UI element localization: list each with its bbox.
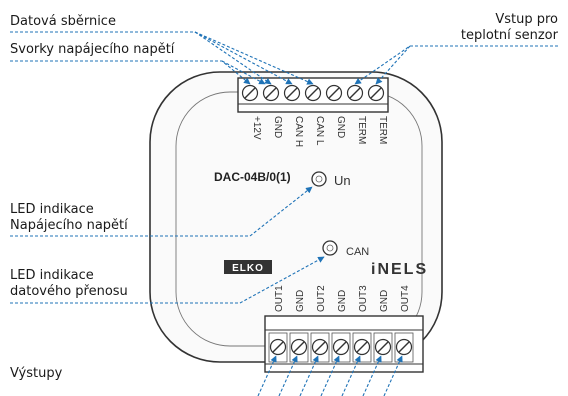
- callout-line: [221, 60, 266, 85]
- screw-slot: [244, 87, 256, 99]
- screw-slot: [335, 341, 347, 353]
- callout-led-power-line2: Napájecího napětí: [10, 218, 128, 233]
- bottom-terminal-block: [264, 315, 424, 373]
- led-can-label: CAN: [346, 246, 369, 258]
- device-body: [149, 71, 443, 363]
- screw-slot: [265, 87, 277, 99]
- screw-slot: [377, 341, 389, 353]
- bottom-terminal-label: OUT1: [274, 285, 285, 312]
- elko-logo-text: ELKO: [232, 263, 264, 274]
- callout-line: [10, 256, 325, 304]
- bottom-terminal-label: GND: [295, 290, 306, 312]
- screw-slot: [328, 87, 340, 99]
- callout-line: [10, 186, 313, 237]
- callout-line: [194, 31, 293, 85]
- screw-slot: [356, 341, 368, 353]
- callout-lines: [10, 31, 558, 396]
- bottom-terminal-label: OUT2: [316, 285, 327, 312]
- callout-line: [341, 355, 361, 396]
- callout-temp-sensor-line2: teplotní senzor: [460, 28, 558, 43]
- callout-led-power-line1: LED indikace: [10, 202, 94, 217]
- callout-line: [194, 31, 314, 85]
- bottom-terminal-label: GND: [337, 290, 348, 312]
- top-terminal-label: GND: [335, 116, 346, 138]
- callout-line: [257, 355, 277, 396]
- model-label: DAC-04B/0(1): [214, 170, 291, 184]
- callout-line: [299, 355, 319, 396]
- callout-temp-sensor-line1: Vstup pro: [495, 12, 558, 27]
- top-terminal-block: [237, 77, 389, 113]
- screw-slot: [286, 87, 298, 99]
- top-terminal-label: GND: [272, 116, 283, 138]
- callout-line: [375, 45, 411, 85]
- bottom-terminal-label: GND: [379, 290, 390, 312]
- bottom-terminal-labels: OUT1 GND OUT2 GND OUT3 GND OUT4: [274, 285, 411, 312]
- callout-line: [362, 355, 382, 396]
- callout-led-data-line2: datového přenosu: [10, 284, 128, 299]
- top-terminal-label: +12V: [251, 116, 262, 140]
- top-terminal-label: CAN H: [293, 116, 304, 147]
- led-un-label: Un: [334, 173, 351, 188]
- bottom-terminal-label: OUT3: [358, 285, 369, 312]
- callout-line: [383, 355, 403, 396]
- screw-slot: [293, 341, 305, 353]
- screw-slot: [349, 87, 361, 99]
- screw-slot: [398, 341, 410, 353]
- top-terminal-label: TERM: [377, 116, 388, 144]
- screw-slot: [272, 341, 284, 353]
- screw-slot: [307, 87, 319, 99]
- led-un: [311, 171, 327, 187]
- callout-line: [320, 355, 340, 396]
- led-can: [322, 240, 338, 256]
- callout-line: [278, 355, 298, 396]
- top-terminal-labels: +12V GND CAN H CAN L GND TERM TERM: [251, 116, 388, 147]
- bottom-terminal-label: OUT4: [400, 285, 411, 312]
- inels-logo: iNELS: [371, 261, 428, 278]
- callout-data-bus: Datová sběrnice: [10, 14, 116, 29]
- callout-supply-terminals: Svorky napájecího napětí: [10, 42, 175, 57]
- screw-slot: [370, 87, 382, 99]
- callout-led-data-line1: LED indikace: [10, 268, 94, 283]
- callout-outputs: Výstupy: [10, 366, 63, 381]
- top-terminal-label: TERM: [356, 116, 367, 144]
- screw-slot: [314, 341, 326, 353]
- top-terminal-label: CAN L: [314, 116, 325, 146]
- elko-logo: ELKO: [224, 260, 272, 274]
